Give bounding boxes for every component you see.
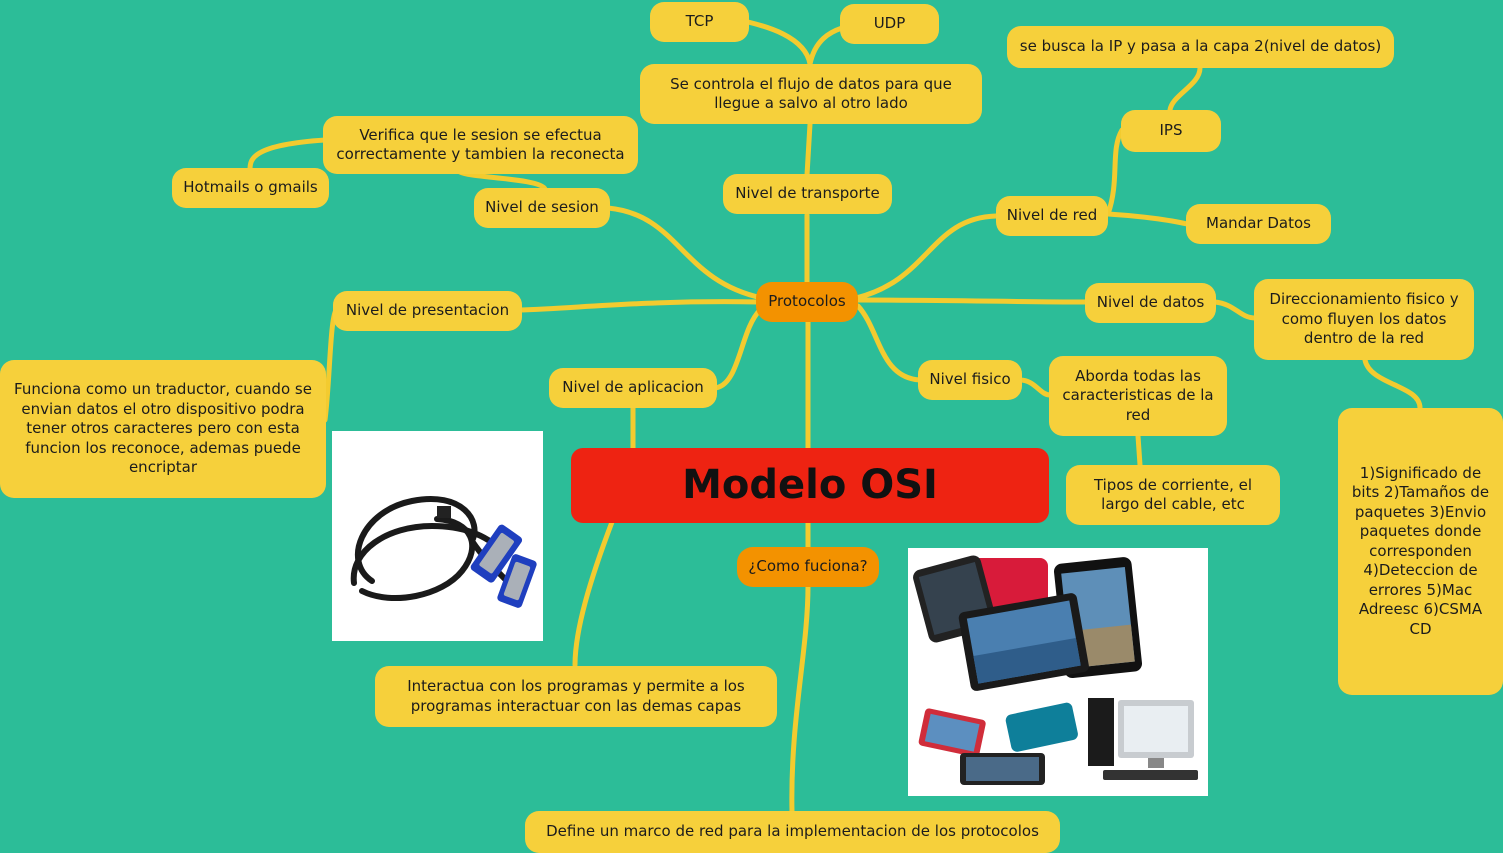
link-sesion-desc <box>457 169 548 192</box>
node-datos-desc[interactable]: Direccionamiento fisico y como fluyen lo… <box>1254 279 1474 360</box>
layer-sesion[interactable]: Nivel de sesion <box>474 188 610 228</box>
node-mandar-datos[interactable]: Mandar Datos <box>1186 204 1331 244</box>
node-ips[interactable]: IPS <box>1121 110 1221 152</box>
node-fisico-desc[interactable]: Aborda todas las caracteristicas de la r… <box>1049 356 1227 436</box>
link-hub-fisico <box>855 303 923 383</box>
link-central-aplicacion-desc <box>572 519 615 668</box>
node-transporte-desc[interactable]: Se controla el flujo de datos para que l… <box>640 64 982 124</box>
node-define[interactable]: Define un marco de red para la implement… <box>525 811 1060 853</box>
node-datos-list[interactable]: 1)Significado de bits 2)Tamaños de paque… <box>1338 408 1503 695</box>
link-red-ips <box>1105 127 1125 217</box>
link-desc-list <box>1362 357 1423 411</box>
layer-transporte[interactable]: Nivel de transporte <box>723 174 892 214</box>
node-aplicacion-desc[interactable]: Interactua con los programas y permite a… <box>375 666 777 727</box>
link-ips-desc <box>1167 65 1203 113</box>
central-topic[interactable]: Modelo OSI <box>571 448 1049 523</box>
link-presentacion-desc <box>322 307 339 423</box>
layer-aplicacion[interactable]: Nivel de aplicacion <box>549 368 717 408</box>
node-tcp[interactable]: TCP <box>650 2 749 42</box>
link-datos-desc <box>1212 299 1258 321</box>
layer-presentacion[interactable]: Nivel de presentacion <box>333 291 522 331</box>
link-hub-sesion <box>605 205 765 301</box>
layer-fisico[interactable]: Nivel fisico <box>918 360 1022 400</box>
hub-protocolos[interactable]: Protocolos <box>756 282 858 322</box>
link-hub-datos <box>853 297 1088 305</box>
node-ips-desc[interactable]: se busca la IP y pasa a la capa 2(nivel … <box>1007 26 1394 68</box>
layer-datos[interactable]: Nivel de datos <box>1085 283 1216 323</box>
node-presentacion-desc[interactable]: Funciona como un traductor, cuando se en… <box>0 360 326 498</box>
link-hub-aplicacion <box>712 307 763 391</box>
devices-image <box>908 548 1208 796</box>
node-sesion-desc[interactable]: Verifica que le sesion se efectua correc… <box>323 116 638 174</box>
link-hub-red <box>853 213 999 301</box>
layer-red[interactable]: Nivel de red <box>996 196 1108 236</box>
node-fisico-tipos[interactable]: Tipos de corriente, el largo del cable, … <box>1066 465 1280 525</box>
link-hub-presentacion <box>517 299 761 313</box>
vga-cable-image <box>332 431 543 641</box>
link-transporte-desc <box>804 121 813 178</box>
link-red-mandar <box>1105 211 1190 227</box>
link-fisico-desc <box>1017 377 1053 398</box>
link-desc-tipos <box>1135 433 1143 468</box>
node-hotmails[interactable]: Hotmails o gmails <box>172 168 329 208</box>
link-desc-udp <box>807 25 845 67</box>
link-desc-hotmails <box>247 137 328 173</box>
link-desc-tcp <box>745 19 813 67</box>
node-udp[interactable]: UDP <box>840 4 939 44</box>
link-how-define <box>789 583 811 815</box>
how-node[interactable]: ¿Como fuciona? <box>737 547 879 587</box>
